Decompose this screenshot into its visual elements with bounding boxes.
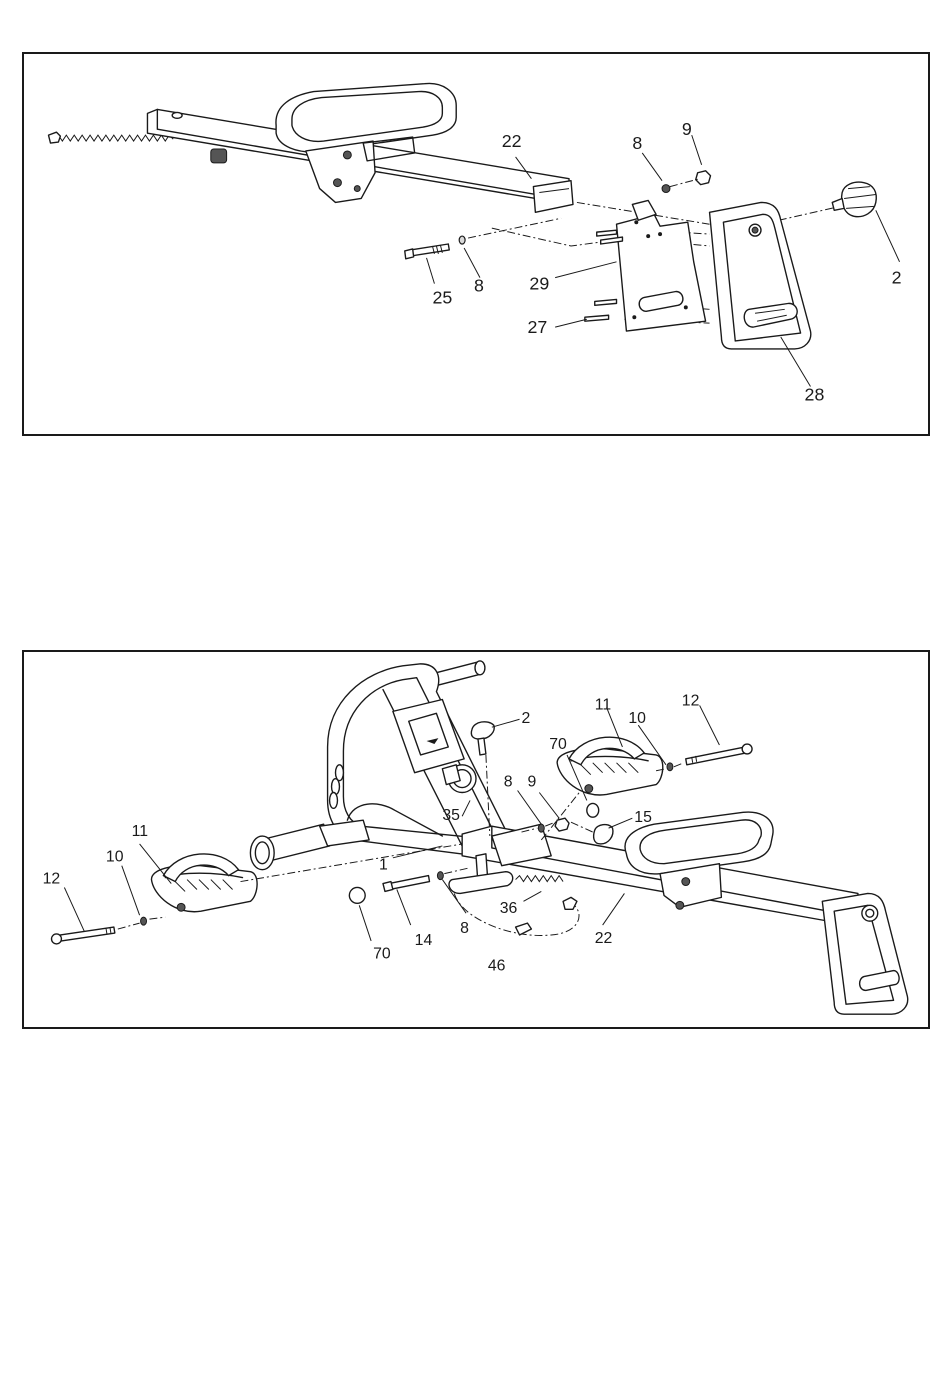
top-exploded-diagram-panel: 22 8 9 2 29 25 8 27 28 <box>22 52 930 436</box>
callout-35: 35 <box>442 807 460 824</box>
cable-clip <box>49 132 61 143</box>
callout-10-right: 10 <box>628 710 646 727</box>
bolt-12-right <box>686 747 746 765</box>
callout-70-right: 70 <box>549 736 567 753</box>
callout-2: 2 <box>522 710 531 727</box>
callout-22: 22 <box>595 930 613 947</box>
callout-12-left: 12 <box>43 871 61 888</box>
cap-70-left <box>349 887 365 903</box>
bolt-25 <box>411 244 450 256</box>
washer-10-left <box>141 917 147 925</box>
cap-70-right <box>587 803 599 817</box>
callout-14: 14 <box>415 932 433 949</box>
callout-10-left: 10 <box>106 849 124 866</box>
callout-11-left: 11 <box>132 823 149 840</box>
callout-46: 46 <box>488 958 506 975</box>
washer-8-upper <box>662 185 670 193</box>
pivot-plate <box>449 872 513 894</box>
screw-27-a <box>597 230 617 236</box>
callout-29: 29 <box>529 274 549 294</box>
screw-27-d <box>585 315 609 321</box>
spring-cable-36 <box>516 876 563 882</box>
washer-8-lower <box>459 236 465 244</box>
callout-28: 28 <box>805 384 825 404</box>
callout-11-right: 11 <box>595 696 612 713</box>
callout-27: 27 <box>527 317 547 337</box>
callout-70-left: 70 <box>373 946 391 963</box>
washer-10-right <box>667 763 673 771</box>
screw-27-c <box>595 299 617 305</box>
rubber-foot <box>211 149 227 163</box>
knob-bolt-2 <box>471 722 494 739</box>
bottom-exploded-diagram: 2 11 10 12 70 8 9 15 35 1 11 12 10 36 22… <box>24 652 928 1027</box>
washer-8-lower <box>437 872 443 880</box>
callout-1: 1 <box>379 857 388 874</box>
callout-8-upper: 8 <box>504 774 513 791</box>
callout-15: 15 <box>634 809 652 826</box>
bolt-14 <box>389 876 430 890</box>
rail-end-cap <box>533 181 573 213</box>
callout-25: 25 <box>432 287 452 307</box>
callout-12-right: 12 <box>682 692 700 709</box>
callout-22: 22 <box>502 131 522 151</box>
nut-9 <box>696 171 711 185</box>
rear-cover-28 <box>710 202 811 348</box>
bracket-29 <box>617 214 706 331</box>
front-stabilizer <box>320 820 369 846</box>
callout-8-upper: 8 <box>632 133 642 153</box>
spring-cable <box>54 135 173 141</box>
washer-8-upper <box>538 824 544 832</box>
front-tube-cap <box>250 836 274 870</box>
callout-36: 36 <box>500 900 518 917</box>
top-exploded-diagram: 22 8 9 2 29 25 8 27 28 <box>24 54 928 434</box>
callout-9: 9 <box>682 119 692 139</box>
nut-9 <box>555 818 569 831</box>
callout-9: 9 <box>527 774 536 791</box>
callout-8-lower: 8 <box>474 276 484 296</box>
callout-2: 2 <box>892 268 902 288</box>
bottom-exploded-diagram-panel: 2 11 10 12 70 8 9 15 35 1 11 12 10 36 22… <box>22 650 930 1029</box>
callout-8-lower: 8 <box>460 920 469 937</box>
